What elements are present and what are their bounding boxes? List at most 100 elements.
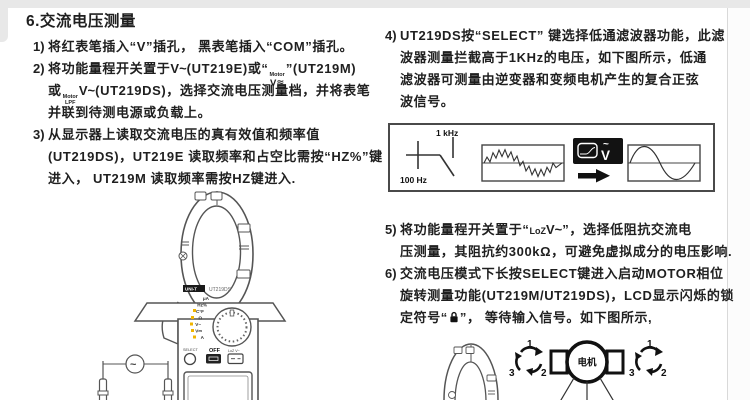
label-1khz: 1 kHz (436, 128, 458, 138)
dial-labels: μA Hz% °C°F Ω V~ V⎓ A (194, 296, 209, 340)
step-6-text-b: 定符号“ (400, 310, 448, 325)
step-4-text: UT219DS按“SELECT” 键选择低通滤波器功能，此滤 (400, 28, 725, 43)
sine-waveform (627, 144, 701, 182)
phase-rotation-icon-left (515, 346, 543, 376)
step-2-text-d: 或 (48, 83, 62, 98)
svg-text:Hz%: Hz% (197, 303, 207, 308)
lpf-badge: ~ V (573, 138, 623, 164)
svg-text:Ω: Ω (198, 316, 202, 321)
step-4-line-1: 4)UT219DS按“SELECT” 键选择低通滤波器功能，此滤 (385, 25, 730, 47)
rotary-dial (212, 307, 252, 347)
clamp-jaw-opening (191, 205, 242, 299)
step-2-text-a: 将功能量程开关置于 (48, 61, 171, 76)
lowpass-filter-diagram: 1 kHz 100 Hz ~ V (388, 123, 715, 192)
left-column: 1)将红表笔插入“V”插孔， 黑表笔插入“COM”插孔。 2)将功能量程开关置于… (33, 36, 383, 190)
step-6-text-c: ”， 等待输入信号。如下图所示, (459, 310, 653, 325)
step-4-number: 4) (385, 28, 397, 43)
filter-icon (577, 142, 598, 159)
select-label: SELECT (183, 348, 198, 352)
svg-text:A: A (201, 335, 205, 340)
step-2-text-c: ”(UT219M) (285, 61, 357, 76)
svg-text:μA: μA (203, 296, 210, 301)
step-1-text: 将红表笔插入“V”插孔， 黑表笔插入“COM”插孔。 (48, 39, 354, 54)
step-3-line-2: (UT219DS)，UT219E 读取频率和占空比需按“HZ%”键 (48, 149, 383, 164)
badge-tilde: ~ (603, 139, 609, 150)
step-1-line-1: 1)将红表笔插入“V”插孔， 黑表笔插入“COM”插孔。 (33, 36, 383, 58)
off-label: OFF (209, 348, 221, 354)
probe-right (163, 378, 173, 400)
motor-label: 电机 (577, 357, 597, 369)
loz-button (227, 353, 244, 365)
jaw-mark-left (194, 191, 207, 201)
filter-response-curve (406, 137, 455, 177)
step-3-line-1: 3)从显示器上读取交流电压的真有效值和频率值 (33, 124, 383, 146)
scan-edge-right (728, 8, 750, 400)
vac-symbol: V~ (170, 61, 187, 76)
step-6-text: 交流电压模式下长按SELECT键进入启动MOTOR相位 (400, 266, 724, 281)
clamp-jaw-partial (443, 343, 499, 400)
clamp-meter-illustration: UNI-T UT219DS μA Hz% °C°F Ω V~ V⎓ A SELE… (97, 191, 287, 400)
off-button (206, 354, 221, 364)
section-title: 6.交流电压测量 (26, 13, 136, 30)
step-6-line-1: 6)交流电压模式下长按SELECT键进入启动MOTOR相位 (385, 263, 730, 285)
test-probes (97, 354, 174, 400)
vac-symbol-3: V~ (546, 222, 563, 237)
step-3-number: 3) (33, 127, 45, 142)
step-6-line-2: 旋转测量功能(UT219M/UT219DS)，LCD显示闪烁的锁 (400, 288, 735, 303)
badge-v: V (601, 148, 610, 163)
select-button (183, 352, 197, 366)
loz-label: LoZ V~ (228, 349, 240, 353)
phase-right-1: 1 (647, 339, 653, 350)
step-5-text-a: 将功能量程开关置于“ (400, 222, 530, 237)
step-6-number: 6) (385, 266, 397, 281)
step-3-text: 从显示器上读取交流电压的真有效值和频率值 (48, 127, 321, 142)
dial-accent-marks (190, 309, 196, 339)
svg-text:°C°F: °C°F (194, 309, 204, 314)
step-6-line-3: 定符号“ ”， 等待输入信号。如下图所示, (385, 307, 730, 329)
step-2-text-b: (UT219E)或“ (186, 61, 269, 76)
step-2-text-e: (UT219DS)，选择交流电压测量档，并将表笔 (95, 83, 371, 98)
motor-phase-illustration: 1 2 3 电机 1 2 3 (443, 339, 667, 400)
motor-symbol (549, 340, 625, 400)
step-1-number: 1) (33, 39, 45, 54)
phase-left-3: 3 (509, 368, 515, 379)
phase-left-1: 1 (527, 339, 533, 350)
step-4-line-3: 滤波器可测量由逆变器和变频电机产生的复合正弦 (400, 72, 700, 87)
composite-waveform (481, 144, 565, 182)
ac-source-wave: ~ (130, 359, 137, 371)
loz-symbol: LoZ (529, 226, 547, 236)
phase-right-3: 3 (629, 368, 635, 379)
filter-diagram-svg: 1 kHz 100 Hz ~ V (400, 128, 701, 185)
arrow-right-icon (578, 169, 610, 183)
step-4-block: 4)UT219DS按“SELECT” 键选择低通滤波器功能，此滤 波器测量拦截高… (385, 25, 730, 113)
step-2-line-3: 并联到待测电源或负载上。 (48, 105, 212, 120)
svg-text:V~: V~ (195, 322, 201, 327)
phase-left-2: 2 (541, 368, 547, 379)
svg-text:V⎓: V⎓ (195, 329, 202, 334)
step-4-line-2: 波器测量拦截高于1KHz的电压，如下图所示，低通 (400, 50, 707, 65)
scan-edge-left (0, 0, 8, 42)
jaw-mark-right (210, 191, 223, 201)
step-5-text-b: ”，选择低阻抗交流电 (562, 222, 692, 237)
lock-icon (450, 311, 458, 323)
ac-source-icon (125, 354, 145, 374)
step-3-line-3: 进入， UT219M 读取频率需按HZ键进入. (48, 171, 296, 186)
step-2-number: 2) (33, 61, 45, 76)
scan-edge-right-line (727, 8, 728, 400)
phase-rotation-icon-right (635, 346, 663, 376)
label-100hz: 100 Hz (400, 175, 427, 185)
step-5-number: 5) (385, 222, 397, 237)
phase-right-2: 2 (661, 368, 667, 379)
probe-left (98, 378, 108, 400)
jaw-badge-lpf (237, 223, 251, 233)
steps-5-6-block: 5)将功能量程开关置于“LoZV~”，选择低阻抗交流电 压测量，其阻抗约300k… (385, 219, 735, 329)
brand-plate (183, 285, 205, 292)
step-4-line-4: 波信号。 (400, 94, 455, 109)
scan-edge-top (0, 0, 750, 8)
step-5-line-1: 5)将功能量程开关置于“LoZV~”，选择低阻抗交流电 (385, 219, 730, 241)
